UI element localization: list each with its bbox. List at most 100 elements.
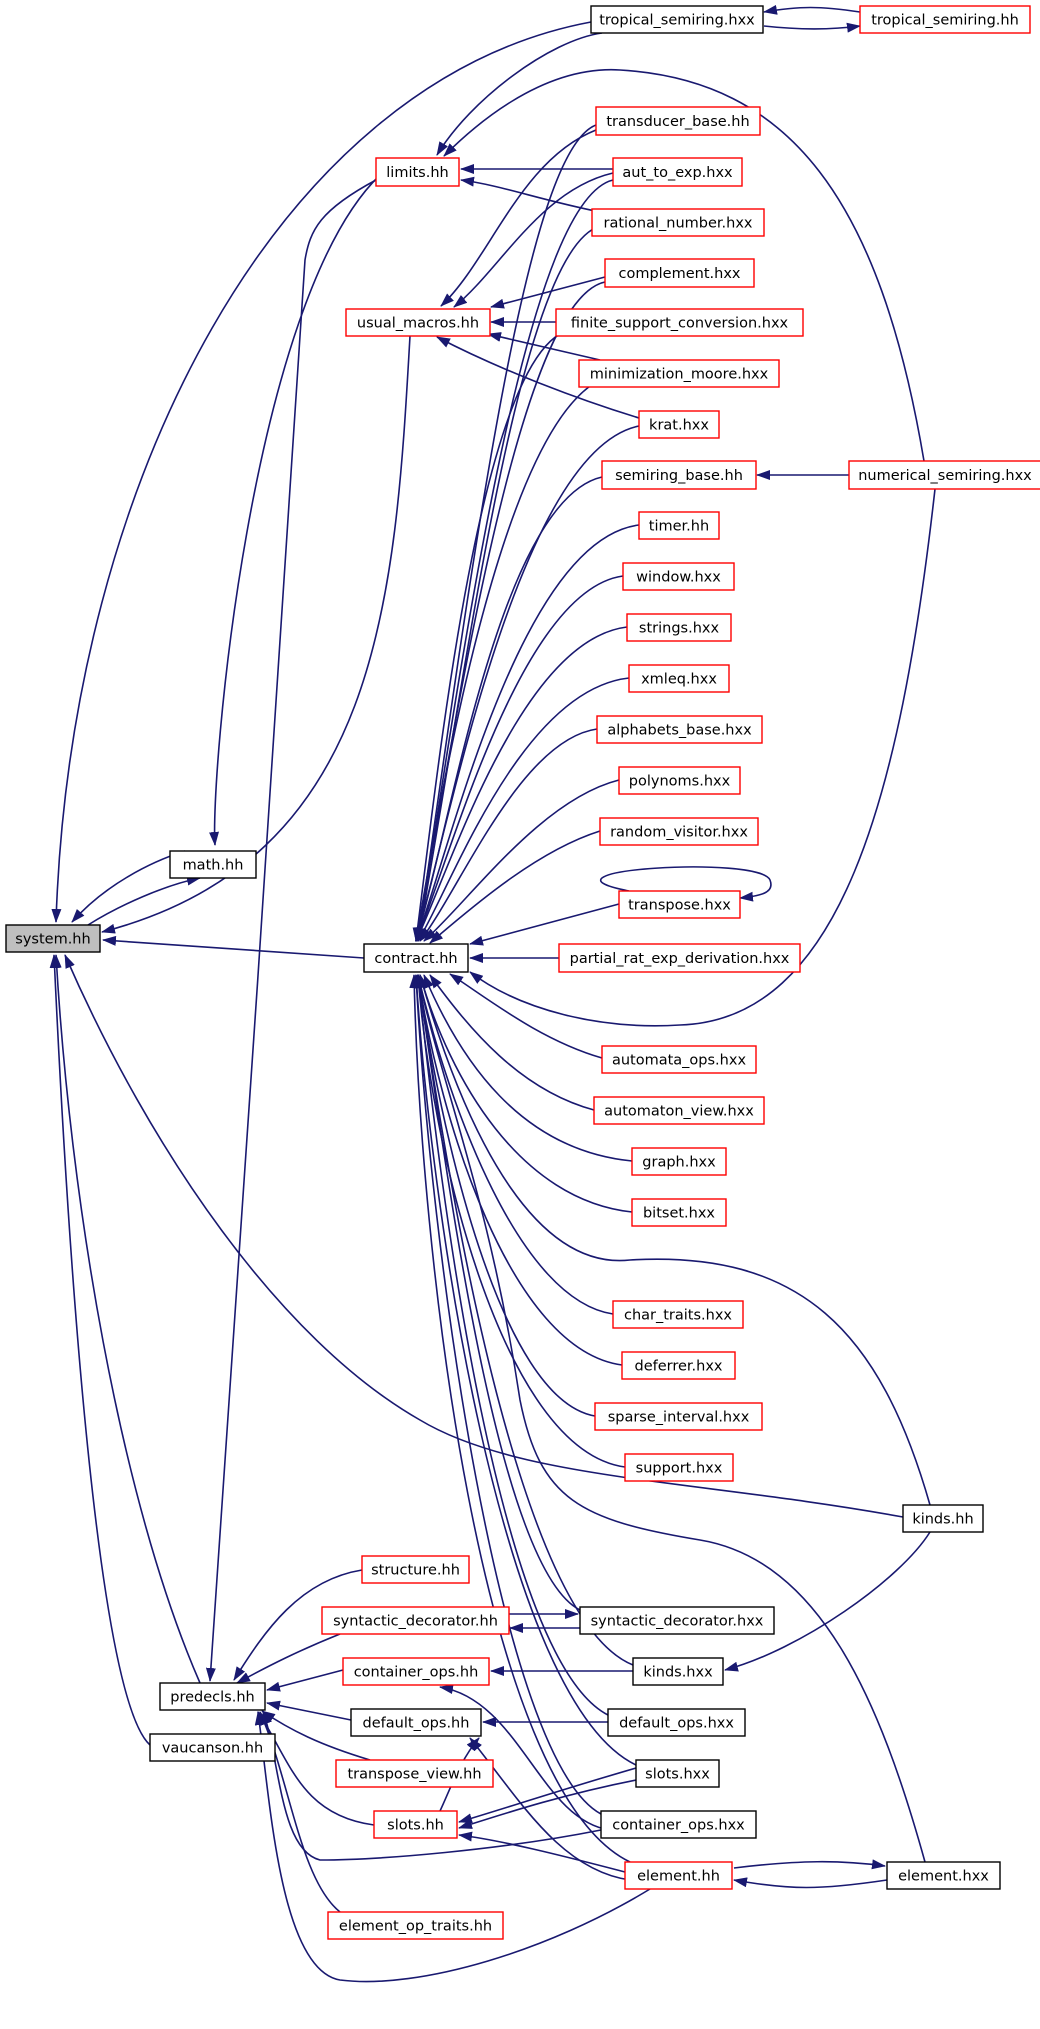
- node-predecls-hh[interactable]: predecls.hh: [159, 1682, 266, 1711]
- node-label: partial_rat_exp_derivation.hxx: [570, 951, 790, 967]
- edge-minimization-moore-hxx-to-contract-hh: [413, 379, 601, 942]
- node-box: [618, 766, 741, 795]
- edge-rational-number-hxx-to-contract-hh: [415, 225, 601, 942]
- node-syntactic-decorator-hh[interactable]: syntactic_decorator.hh: [321, 1606, 510, 1635]
- edge-limits-hh-to-system-hh: [209, 174, 381, 846]
- node-krat-hxx[interactable]: krat.hxx: [638, 410, 720, 439]
- node-kinds-hh[interactable]: kinds.hh: [902, 1504, 984, 1533]
- node-automaton-view-hxx[interactable]: automaton_view.hxx: [593, 1096, 765, 1125]
- node-kinds-hxx[interactable]: kinds.hxx: [632, 1657, 724, 1686]
- node-sparse-interval-hxx[interactable]: sparse_interval.hxx: [594, 1402, 763, 1431]
- edge-rational-number-hxx-to-limits-hh: [460, 176, 601, 213]
- node-char-traits-hxx[interactable]: char_traits.hxx: [612, 1300, 744, 1329]
- node-finite-support-conversion-hxx[interactable]: finite_support_conversion.hxx: [555, 308, 804, 337]
- node-numerical-semiring-hxx[interactable]: numerical_semiring.hxx: [848, 460, 1040, 490]
- node-box: [593, 1096, 765, 1125]
- node-transpose-hxx[interactable]: transpose.hxx: [618, 890, 741, 919]
- node-element-hxx[interactable]: element.hxx: [886, 1861, 1001, 1890]
- node-box: [848, 460, 1040, 490]
- edge-strings-hxx-to-contract-hh: [415, 626, 628, 942]
- node-minimization-moore-hxx[interactable]: minimization_moore.hxx: [578, 359, 780, 388]
- node-box: [149, 1733, 276, 1762]
- node-label: automaton_view.hxx: [604, 1104, 754, 1120]
- node-box: [342, 1657, 490, 1686]
- edge-krat-hxx-to-usual-macros-hh: [436, 336, 640, 419]
- node-label: slots.hh: [387, 1818, 444, 1834]
- node-semiring-base-hh[interactable]: semiring_base.hh: [601, 460, 757, 490]
- node-label: polynoms.hxx: [629, 774, 731, 790]
- node-label: alphabets_base.hxx: [607, 723, 752, 739]
- node-support-hxx[interactable]: support.hxx: [624, 1453, 734, 1482]
- node-deferrer-hxx[interactable]: deferrer.hxx: [621, 1351, 736, 1380]
- node-tropical-semiring-hh[interactable]: tropical_semiring.hh: [859, 5, 1031, 34]
- node-box: [626, 613, 732, 642]
- edge-limits-hh-to-predecls-hh: [205, 179, 377, 1682]
- node-aut-to-exp-hxx[interactable]: aut_to_exp.hxx: [612, 157, 743, 187]
- node-contract-hh[interactable]: contract.hh: [363, 943, 469, 973]
- edge-graph-hxx-to-contract-hh: [423, 974, 633, 1162]
- node-rational-number-hxx[interactable]: rational_number.hxx: [591, 208, 765, 237]
- edge-aut-to-exp-hxx-to-contract-hh: [415, 179, 614, 942]
- node-automata-ops-hxx[interactable]: automata_ops.hxx: [601, 1045, 757, 1074]
- node-box: [345, 308, 491, 337]
- node-label: element.hxx: [898, 1869, 989, 1885]
- node-label: complement.hxx: [618, 266, 740, 282]
- edge-transducer-base-hh-to-usual-macros-hh: [440, 129, 597, 307]
- node-tropical-semiring-hxx[interactable]: tropical_semiring.hxx: [590, 5, 764, 34]
- node-default-ops-hxx[interactable]: default_ops.hxx: [607, 1708, 746, 1737]
- node-box: [579, 1606, 775, 1635]
- node-box: [859, 5, 1031, 34]
- edge-kinds-hh-to-system-hh: [64, 954, 904, 1518]
- node-label: support.hxx: [636, 1461, 723, 1477]
- edge-syntactic-decorator-hh-to-predecls-hh: [236, 1633, 341, 1684]
- node-syntactic-decorator-hxx[interactable]: syntactic_decorator.hxx: [579, 1606, 775, 1635]
- node-label: strings.hxx: [639, 621, 720, 637]
- node-label: kinds.hh: [912, 1512, 973, 1528]
- node-structure-hh[interactable]: structure.hh: [361, 1555, 470, 1584]
- node-element-op-traits-hh[interactable]: element_op_traits.hh: [327, 1911, 504, 1940]
- node-complement-hxx[interactable]: complement.hxx: [604, 258, 755, 288]
- node-timer-hh[interactable]: timer.hh: [638, 511, 720, 540]
- node-usual-macros-hh[interactable]: usual_macros.hh: [345, 308, 491, 337]
- node-math-hh[interactable]: math.hh: [169, 850, 257, 879]
- node-label: char_traits.hxx: [624, 1308, 732, 1324]
- node-window-hxx[interactable]: window.hxx: [622, 562, 735, 591]
- edge-automaton-view-hxx-to-contract-hh: [429, 974, 595, 1111]
- node-graph-hxx[interactable]: graph.hxx: [631, 1147, 727, 1176]
- node-box: [886, 1861, 1001, 1890]
- edge-kinds-hxx-to-kinds-hh: [724, 1531, 931, 1672]
- edge-container-ops-hh-to-predecls-hh: [266, 1669, 344, 1692]
- node-slots-hxx[interactable]: slots.hxx: [635, 1759, 720, 1788]
- node-limits-hh[interactable]: limits.hh: [375, 157, 460, 187]
- node-default-ops-hh[interactable]: default_ops.hh: [350, 1708, 482, 1737]
- node-transducer-base-hh[interactable]: transducer_base.hh: [595, 106, 761, 136]
- edge-usual-macros-hh-to-system-hh: [101, 335, 411, 934]
- node-container-ops-hh[interactable]: container_ops.hh: [342, 1657, 490, 1686]
- node-alphabets-base-hxx[interactable]: alphabets_base.hxx: [596, 715, 763, 744]
- node-polynoms-hxx[interactable]: polynoms.hxx: [618, 766, 741, 795]
- node-partial-rat-exp-derivation-hxx[interactable]: partial_rat_exp_derivation.hxx: [558, 943, 801, 973]
- edge-transducer-base-hh-to-contract-hh: [414, 124, 597, 942]
- node-box: [624, 1861, 733, 1890]
- node-container-ops-hxx[interactable]: container_ops.hxx: [600, 1810, 757, 1839]
- node-bitset-hxx[interactable]: bitset.hxx: [631, 1198, 727, 1227]
- node-box: [594, 1402, 763, 1431]
- node-system-hh[interactable]: system.hh: [5, 924, 101, 953]
- edge-element-hh-to-slots-hh: [458, 1831, 626, 1873]
- node-box: [635, 1759, 720, 1788]
- node-element-hh[interactable]: element.hh: [624, 1861, 733, 1890]
- node-box: [604, 258, 755, 288]
- node-strings-hxx[interactable]: strings.hxx: [626, 613, 732, 642]
- node-random-visitor-hxx[interactable]: random_visitor.hxx: [599, 817, 759, 846]
- node-slots-hh[interactable]: slots.hh: [373, 1810, 458, 1839]
- edge-deferrer-hxx-to-contract-hh: [415, 974, 623, 1366]
- node-label: system.hh: [15, 932, 90, 948]
- node-vaucanson-hh[interactable]: vaucanson.hh: [149, 1733, 276, 1762]
- node-xmleq-hxx[interactable]: xmleq.hxx: [628, 664, 730, 693]
- edge-transpose-hxx-to-contract-hh: [469, 903, 620, 946]
- node-transpose-view-hh[interactable]: transpose_view.hh: [335, 1759, 494, 1788]
- node-label: xmleq.hxx: [641, 672, 717, 688]
- node-box: [5, 924, 101, 953]
- node-box: [618, 890, 741, 919]
